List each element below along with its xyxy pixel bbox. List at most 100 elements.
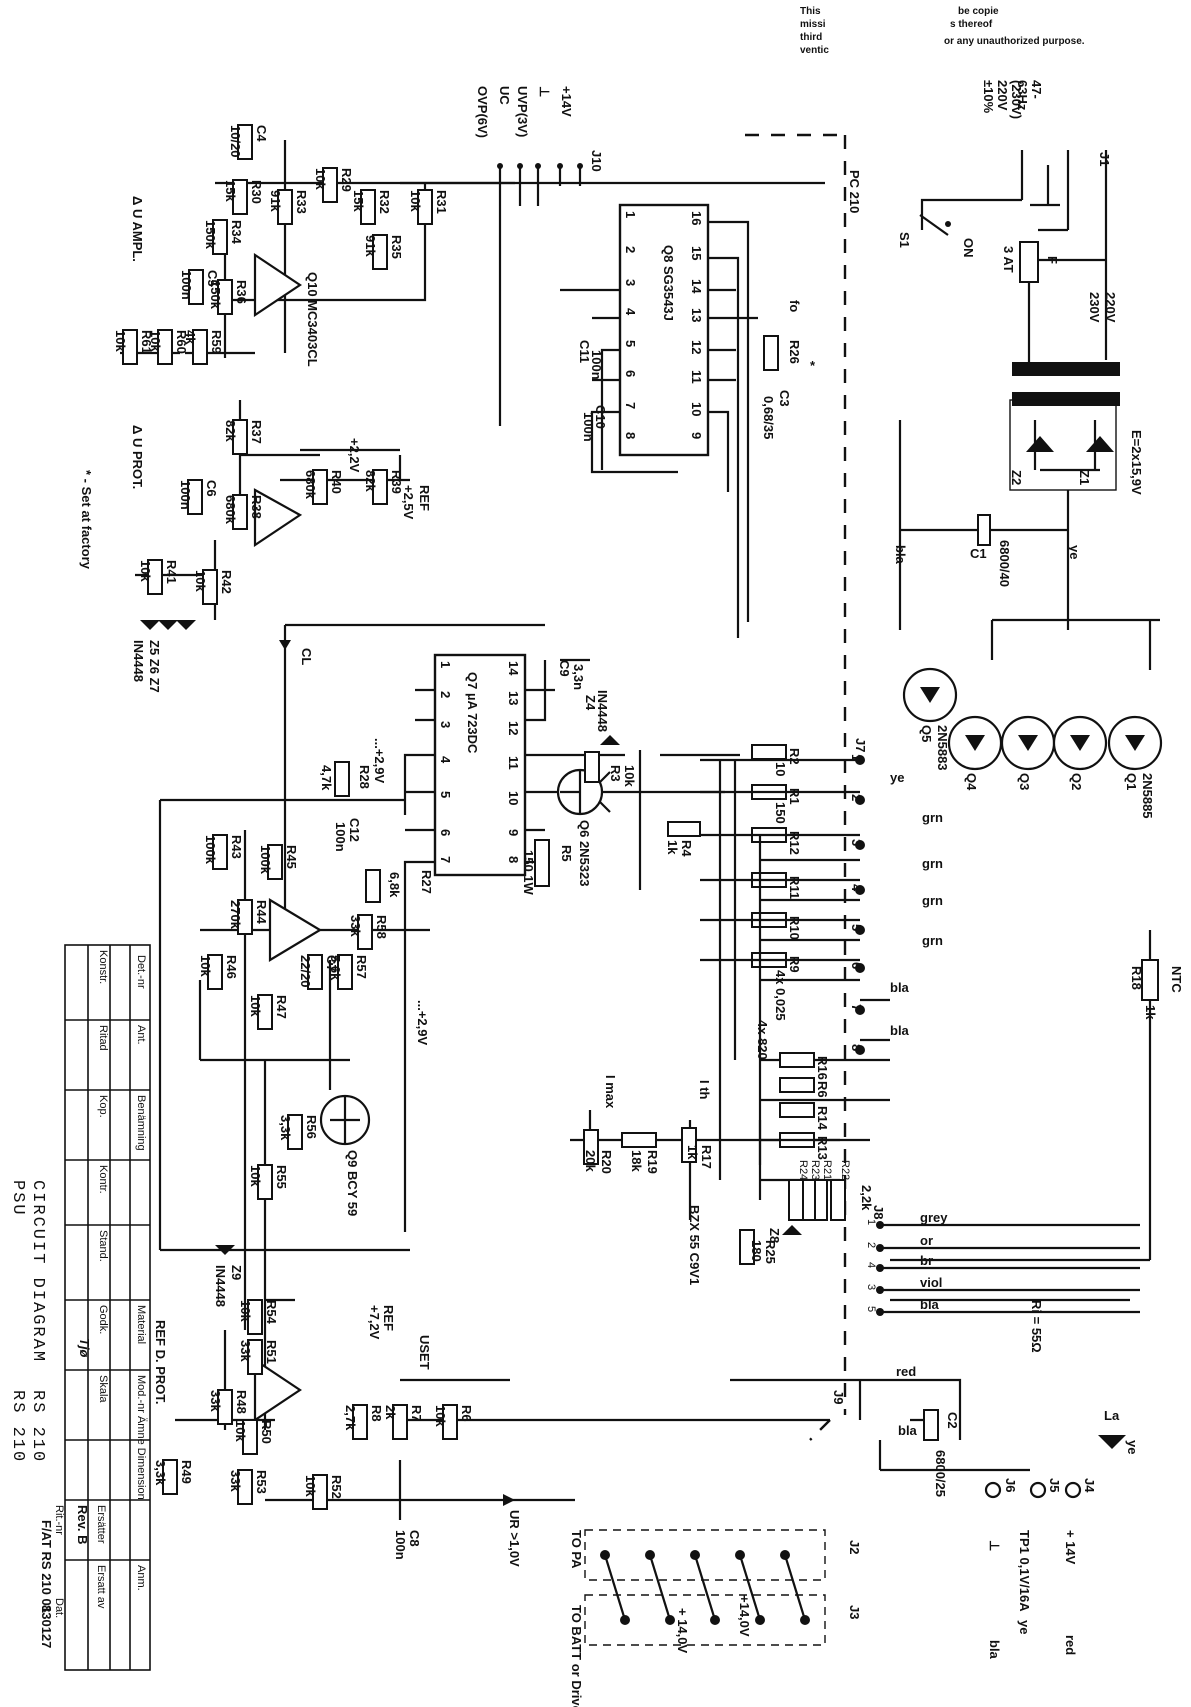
component-r53 [237, 1469, 253, 1505]
zener-chain-type: IN4448 [131, 640, 146, 682]
j7-pin-7 [855, 1005, 865, 1015]
component-r60 [157, 329, 173, 365]
component-c6 [187, 479, 203, 515]
r30-value: 15k [223, 180, 238, 202]
connector-j3-frame [584, 1594, 826, 1646]
r4-label: R4 [679, 840, 694, 857]
zener-z2-label: Z2 [1009, 470, 1024, 485]
c6-value: 100n [178, 480, 193, 510]
r52-value: 10k [303, 1475, 318, 1497]
j1-pins [1020, 150, 1108, 260]
notice-right-2: s thereof [950, 19, 993, 30]
zener-z1-label: Z1 [1077, 470, 1092, 485]
mains-freq-a: 47- [1029, 80, 1044, 99]
cl-label: CL [299, 648, 314, 665]
z4-label: Z4 [583, 695, 598, 711]
jack-j4 [1064, 1481, 1082, 1499]
sense-value: 4x 820 [755, 1020, 770, 1060]
r33-value: 91k [268, 190, 283, 212]
r8-value: 2,7k [343, 1405, 358, 1431]
opamp-q10a [253, 252, 302, 318]
rectifier-rating: E=2x15,9V [1129, 430, 1144, 495]
component-r29 [322, 167, 338, 203]
j7-pin-4 [855, 885, 865, 895]
c11-value: 100n [589, 350, 604, 380]
r17-label: R17 [699, 1145, 714, 1169]
date-value: 830127 [39, 1605, 54, 1648]
q4-label: Q4 [964, 773, 979, 791]
r50-value: 10k [233, 1420, 248, 1442]
c7-label: C7 [324, 955, 339, 972]
resistor-r26 [763, 335, 779, 371]
j7-label: J7 [853, 738, 868, 752]
j7-pin-5-label: 5 [849, 924, 864, 931]
r47-label: R47 [274, 995, 289, 1019]
j7-pin-6-label: 6 [849, 962, 864, 969]
component-r45 [267, 844, 283, 880]
r25-value: 180 [749, 1240, 764, 1262]
output-bus-top [990, 618, 1160, 670]
q8-pin-top-2: 14 [689, 279, 704, 294]
j2-label: J2 [847, 1540, 862, 1554]
pot-r17 [681, 1127, 697, 1163]
q5-emitter-icon [920, 687, 940, 703]
component-r42 [202, 569, 218, 605]
r27-label: R27 [419, 870, 434, 894]
r58-label: R58 [374, 915, 389, 939]
tb-row-0: Konstr. [97, 950, 109, 984]
r54-label: R54 [264, 1300, 279, 1325]
mains-voltage-230: (230V) [1009, 80, 1024, 119]
resistor-r5 [534, 839, 550, 887]
tb-row-5: Godk. [97, 1305, 109, 1334]
zener-chain-z5-z7: Z5 Z6 Z7 IN4448 [131, 620, 196, 693]
q4-emitter-icon [965, 735, 985, 751]
component-c5 [188, 269, 204, 305]
j9-wiring [730, 1378, 1030, 1472]
r56-value: 3,3k [278, 1115, 293, 1141]
r2-value: 10 [773, 762, 788, 776]
q8-pin-bot-7: 8 [623, 432, 638, 439]
r30-label: R30 [249, 180, 264, 204]
q7-pin-top-4: 10 [506, 791, 521, 805]
component-r36 [217, 279, 233, 315]
switch-on-label: ON [961, 238, 976, 258]
r41-label: R41 [164, 560, 179, 584]
r40-label: R40 [329, 470, 344, 494]
ref72-ref-label: REF [381, 1305, 396, 1331]
connector-j2-frame [584, 1529, 826, 1581]
r41-value: 10k [138, 560, 153, 582]
z4-type: IN4448 [595, 690, 610, 732]
r6-value: 10k [433, 1405, 448, 1427]
j10-pin-2 [517, 163, 523, 169]
r43-value: 100k [203, 835, 218, 865]
component-c7 [307, 954, 323, 990]
q7-pin-bot-3: 4 [438, 756, 453, 764]
q7-pin-top-3: 11 [506, 756, 521, 770]
to-pa-label: TO PA [569, 1530, 584, 1569]
r39-label: R39 [389, 470, 404, 494]
bla2-label: bla [987, 1640, 1002, 1660]
resistor-r14 [779, 1102, 815, 1118]
led-color-label: ye [1125, 1440, 1140, 1454]
r33-label: R33 [294, 190, 309, 214]
tb-header-0: Det.-nr [135, 955, 147, 989]
transistor-q6-leads [560, 770, 611, 814]
prot-wiring [135, 400, 410, 620]
mains-wiring [920, 198, 1106, 262]
q8-pin-top-6: 10 [689, 402, 704, 416]
r48-value: 33k [208, 1390, 223, 1412]
r54-value: 10k [238, 1300, 253, 1322]
r26-label: R26 [787, 340, 802, 364]
factory-note: * - Set at factory [79, 470, 94, 570]
prot-ref-22: +2,2V [347, 438, 362, 473]
drawing-number: RS 210 [28, 1390, 47, 1463]
r9-value: 4x 0,025 [773, 970, 788, 1021]
j6-label: J6 [1003, 1478, 1018, 1492]
c2-value: 6800/25 [933, 1450, 948, 1497]
r1-label: R1 [787, 788, 802, 805]
